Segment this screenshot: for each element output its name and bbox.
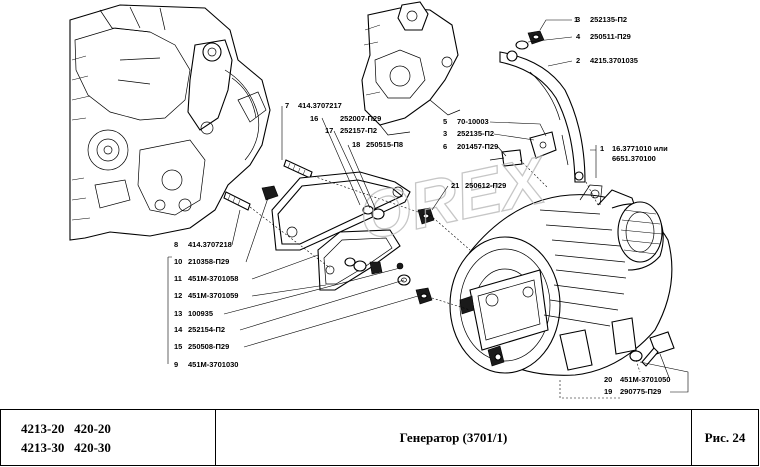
svg-text:18: 18 xyxy=(352,140,360,149)
svg-text:9: 9 xyxy=(174,360,178,369)
drawing-title: Генератор (3701/1) xyxy=(216,410,692,465)
callout-11: 11 451М-3701058 xyxy=(174,254,319,283)
svg-text:414.3707217: 414.3707217 xyxy=(298,101,342,110)
svg-text:11: 11 xyxy=(174,274,182,283)
svg-text:252157-П2: 252157-П2 xyxy=(340,126,377,135)
pump-housing-drawing xyxy=(361,1,461,136)
svg-text:19: 19 xyxy=(604,387,612,396)
callout-3-b: 3 252135-П2 xyxy=(443,129,535,141)
callout-2: 2 4215.3701035 xyxy=(547,56,638,67)
callout-7: 7 414.3707217 xyxy=(281,101,342,160)
svg-text:451М-3701030: 451М-3701030 xyxy=(188,360,238,369)
svg-text:250508-П29: 250508-П29 xyxy=(188,342,229,351)
svg-text:252007-П29: 252007-П29 xyxy=(340,114,381,123)
svg-text:451М-3701059: 451М-3701059 xyxy=(188,291,238,300)
stud-bolts-drawing xyxy=(223,159,313,211)
callout-12: 12 451М-3701059 xyxy=(174,284,327,300)
callout-18: 18 250515-П8 xyxy=(347,140,403,211)
alternator-bolt-drawing xyxy=(629,331,675,367)
svg-text:14: 14 xyxy=(174,325,183,334)
svg-text:252135-П2: 252135-П2 xyxy=(590,15,627,24)
svg-text:201457-П29: 201457-П29 xyxy=(457,142,498,151)
model-line: 4213-30 420-30 xyxy=(21,439,111,455)
callout-4: 4 250511-П29 xyxy=(527,32,631,43)
svg-text:451М-3701058: 451М-3701058 xyxy=(188,274,238,283)
svg-text:3: 3 xyxy=(443,129,447,138)
svg-text:252135-П2: 252135-П2 xyxy=(457,129,494,138)
svg-text:290775-П29: 290775-П29 xyxy=(620,387,661,396)
callout-8: 8 414.3707218 xyxy=(174,209,241,249)
title-block: 4213-20 420-20 4213-30 420-30 Генератор … xyxy=(0,409,759,466)
svg-text:210358-П29: 210358-П29 xyxy=(188,257,229,266)
engine-block-drawing xyxy=(69,4,271,241)
model-line: 4213-20 420-20 xyxy=(21,420,111,436)
svg-text:250511-П29: 250511-П29 xyxy=(590,32,631,41)
svg-text:6651.370100: 6651.370100 xyxy=(612,154,656,163)
svg-text:4215.3701035: 4215.3701035 xyxy=(590,56,638,65)
svg-text:7: 7 xyxy=(285,101,289,110)
svg-text:250515-П8: 250515-П8 xyxy=(366,140,403,149)
callout-17: 17 252157-П2 xyxy=(325,126,377,209)
svg-text:16: 16 xyxy=(310,114,318,123)
svg-text:1: 1 xyxy=(574,15,578,24)
callout-3-a: 3 252135-П2 xyxy=(539,15,627,31)
svg-text:3: 3 xyxy=(576,15,580,24)
callout-1: 1 16.3771010 или 6651.370100 xyxy=(590,144,668,178)
svg-text:250612-П29: 250612-П29 xyxy=(465,181,506,190)
svg-text:20: 20 xyxy=(604,375,612,384)
svg-text:1: 1 xyxy=(600,144,604,153)
washers-nuts-drawing xyxy=(344,205,435,305)
callout-13: 13 100935 xyxy=(174,267,401,318)
svg-text:13: 13 xyxy=(174,309,182,318)
svg-text:17: 17 xyxy=(325,126,333,135)
figure-number-text: Рис. 24 xyxy=(704,429,746,445)
svg-text:6: 6 xyxy=(443,142,447,151)
svg-text:21: 21 xyxy=(451,181,459,190)
figure-number: Рис. 24 xyxy=(692,410,758,465)
bracket-bolt-drawing xyxy=(489,131,557,167)
drawing-title-text: Генератор (3701/1) xyxy=(399,429,508,445)
svg-text:2: 2 xyxy=(576,56,580,65)
callout-21: 21 250612-П29 xyxy=(431,181,506,211)
tension-strap-drawing xyxy=(499,50,586,183)
svg-text:100935: 100935 xyxy=(188,309,213,318)
callout-3-top: 1 xyxy=(574,15,578,24)
svg-text:8: 8 xyxy=(174,240,178,249)
svg-text:70-10003: 70-10003 xyxy=(457,117,489,126)
callout-10: 10 210358-П29 xyxy=(174,197,269,266)
svg-text:15: 15 xyxy=(174,342,182,351)
callout-5: 5 70-10003 xyxy=(443,117,547,137)
alignment-lines xyxy=(249,159,641,399)
callout-labels: 3 252135-П2 4 250511-П29 2 4215.3701035 … xyxy=(167,15,689,396)
model-list: 4213-20 420-20 4213-30 420-30 xyxy=(1,410,216,465)
svg-text:10: 10 xyxy=(174,257,182,266)
svg-text:5: 5 xyxy=(443,117,447,126)
svg-text:414.3707218: 414.3707218 xyxy=(188,240,232,249)
callout-6: 6 201457-П29 xyxy=(443,142,507,157)
svg-text:4: 4 xyxy=(576,32,581,41)
callout-19: 19 290775-П29 xyxy=(604,361,689,396)
alternator-drawing xyxy=(449,184,673,376)
callout-20: 20 451М-3701050 xyxy=(604,353,670,384)
svg-text:451М-3701050: 451М-3701050 xyxy=(620,375,670,384)
callout-9: 9 451М-3701030 xyxy=(167,256,238,369)
callout-15: 15 250508-П29 xyxy=(174,295,419,351)
svg-text:12: 12 xyxy=(174,291,182,300)
svg-text:252154-П2: 252154-П2 xyxy=(188,325,225,334)
svg-text:16.3771010 или: 16.3771010 или xyxy=(612,144,668,153)
exploded-parts-diagram: OREX 1 xyxy=(69,1,675,399)
callout-16: 16 252007-П29 xyxy=(310,114,381,206)
callout-14: 14 252154-П2 xyxy=(174,279,405,334)
